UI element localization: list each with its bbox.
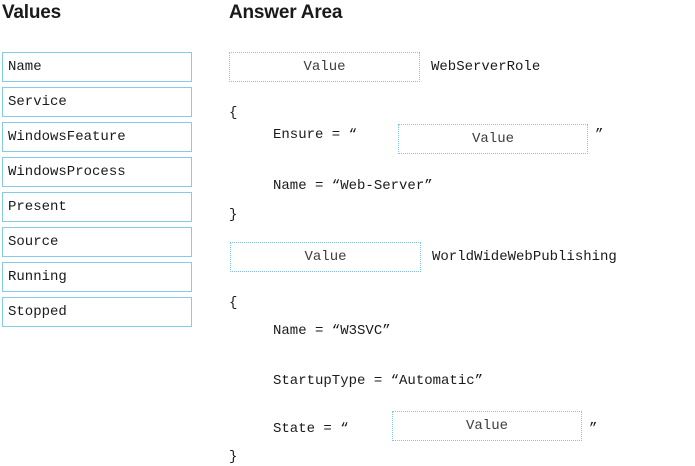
state-closing-quote: ” (589, 421, 598, 437)
block-two-open-brace: { (229, 295, 238, 311)
value-tile-name[interactable]: Name (2, 52, 192, 82)
value-tile-running[interactable]: Running (2, 262, 192, 292)
drop-zone-ensure-value[interactable]: Value (398, 124, 588, 154)
value-tile-stopped[interactable]: Stopped (2, 297, 192, 327)
name-property-w3svc: Name = “W3SVC” (273, 323, 391, 339)
name-property-web-server: Name = “Web-Server” (273, 178, 433, 194)
startuptype-property-automatic: StartupType = “Automatic” (273, 373, 484, 389)
resource-name-worldwidewebpublishing: WorldWideWebPublishing (432, 249, 617, 265)
value-tile-source[interactable]: Source (2, 227, 192, 257)
block-two-close-brace: } (229, 449, 238, 465)
value-tile-present[interactable]: Present (2, 192, 192, 222)
ensure-closing-quote: ” (595, 127, 604, 143)
values-draggable-list: Name Service WindowsFeature WindowsProce… (2, 52, 192, 332)
drop-zone-resource-type[interactable]: Value (229, 52, 420, 82)
ensure-property-label: Ensure = “ (273, 127, 358, 143)
value-tile-windowsfeature[interactable]: WindowsFeature (2, 122, 192, 152)
drop-zone-state-value[interactable]: Value (392, 411, 582, 441)
block-one-close-brace: } (229, 207, 238, 223)
answer-area-heading: Answer Area (229, 2, 343, 23)
state-property-label: State = “ (273, 421, 349, 437)
values-column-heading: Values (2, 2, 62, 23)
drop-zone-service-resource-type[interactable]: Value (230, 242, 421, 272)
value-tile-service[interactable]: Service (2, 87, 192, 117)
answer-area: Value WebServerRole { Ensure = “ Value ”… (229, 46, 695, 465)
value-tile-windowsprocess[interactable]: WindowsProcess (2, 157, 192, 187)
resource-name-webserverrole: WebServerRole (431, 59, 541, 75)
block-one-open-brace: { (229, 105, 238, 121)
